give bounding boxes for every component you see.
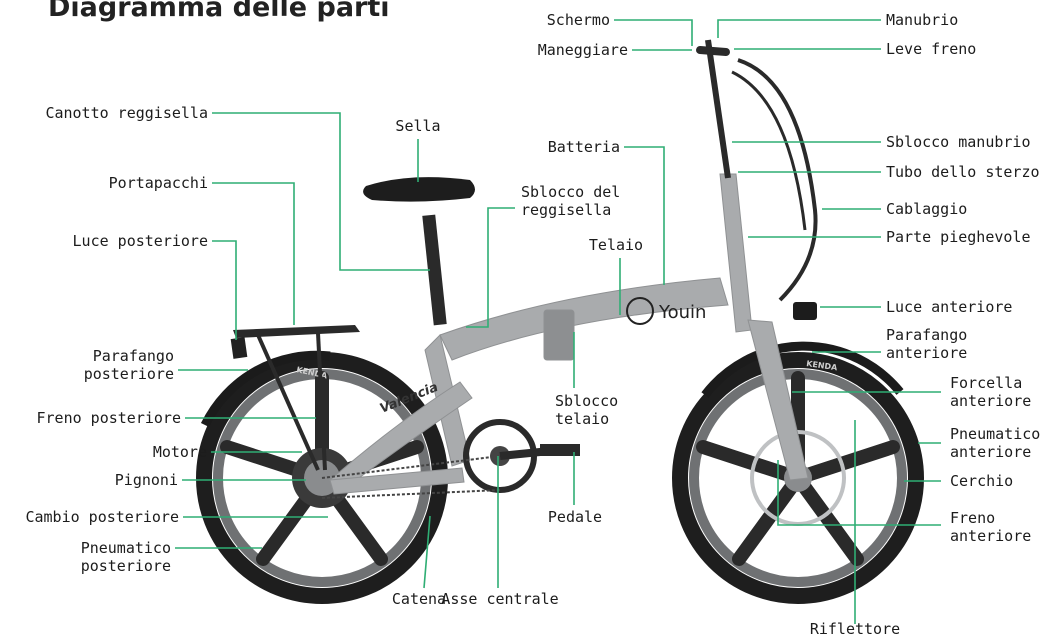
label-parte-pieghevole: Parte pieghevole [886,228,1031,246]
front-fender [701,341,904,398]
label-cablaggio: Cablaggio [886,200,968,218]
label-sblocco-reggisella: Sblocco del reggisella [521,183,621,219]
label-motore: Motore [152,443,207,461]
label-freno-anteriore: Freno anteriore [950,509,1032,545]
label-sblocco-telaio: Sblocco telaio [555,392,619,428]
front-tire-brand: KENDA [806,359,839,372]
label-cambio-posteriore: Cambio posteriore [25,508,179,526]
label-parafango-anteriore: Parafango anteriore [886,326,968,362]
label-tubo-sterzo: Tubo dello sterzo [886,163,1040,181]
label-riflettore: Riflettore [809,620,901,638]
label-portapacchi: Portapacchi [108,174,208,192]
bike-frame [329,173,809,495]
label-asse-centrale: Asse centrale [441,590,559,608]
label-schermo: Schermo [546,11,610,29]
label-manubrio: Manubrio [886,11,959,29]
saddle-shape [363,177,475,202]
rear-fender [200,350,331,427]
label-maneggiare: Maneggiare [537,41,628,59]
label-pneumatico-anteriore: Pneumatico anteriore [950,425,1041,461]
label-freno-posteriore: Freno posteriore [36,409,182,427]
label-pedale: Pedale [547,508,603,526]
label-leve-freno: Leve freno [886,40,977,58]
label-pneumatico-posteriore: Pneumatico posteriore [80,539,171,575]
label-luce-anteriore: Luce anteriore [886,298,1013,316]
label-luce-posteriore: Luce posteriore [72,232,208,250]
label-pignoni: Pignoni [114,471,178,489]
label-sblocco-manubrio: Sblocco manubrio [886,133,1031,151]
label-catena: Catena [391,590,447,608]
label-sella: Sella [395,117,441,135]
diagram-title: Diagramma delle parti [48,0,390,23]
label-parafango-posteriore: Parafango posteriore [83,347,174,383]
frame-brand-logo: Youin [658,302,706,323]
label-canotto-reggisella: Canotto reggisella [45,104,208,122]
front-wheel: KENDA [672,352,924,604]
label-forcella-anteriore: Forcella anteriore [950,374,1032,410]
label-telaio: Telaio [588,236,644,254]
label-batteria: Batteria [547,138,620,156]
leader-lines [175,19,941,624]
label-cerchio: Cerchio [950,472,1014,490]
